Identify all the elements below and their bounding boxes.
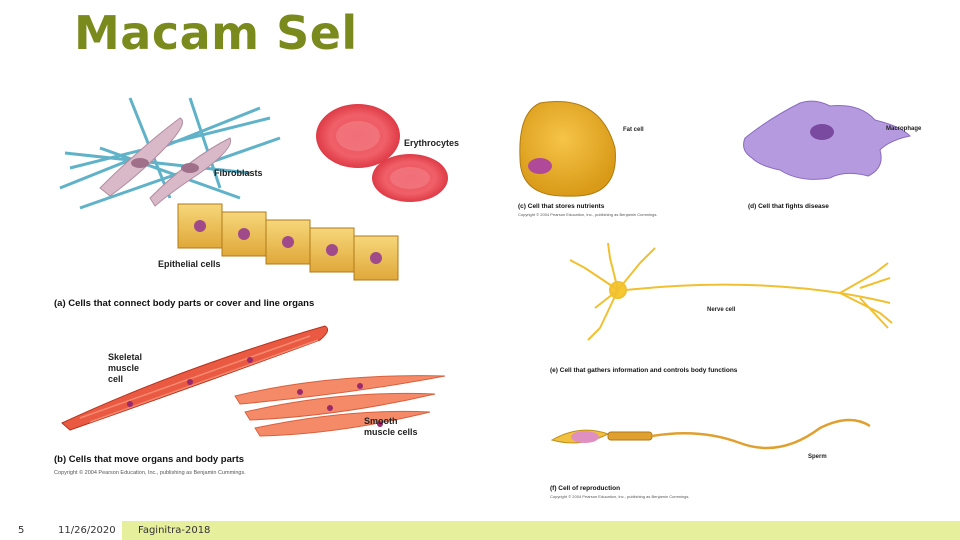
cell-types-illustration: Fibroblasts Erythrocytes Epithelial cell… [54, 97, 922, 499]
caption-f: (f) Cell of reproduction [550, 485, 620, 492]
caption-b: (b) Cells that move organs and body part… [54, 454, 244, 465]
sperm-illustration [550, 418, 871, 450]
slide-author: Faginitra-2018 [138, 525, 211, 536]
copyright-left: Copyright © 2004 Pearson Education, Inc.… [54, 469, 246, 476]
sperm-label: Sperm [808, 454, 827, 460]
nerve-cell-label: Nerve cell [707, 307, 736, 313]
macrophage-label: Macrophage [886, 126, 922, 132]
caption-d: (d) Cell that fights disease [748, 203, 829, 210]
slide-title: Macam Sel [74, 6, 358, 60]
caption-c: (c) Cell that stores nutrients [518, 203, 605, 210]
slide-footer: 5 11/26/2020 Faginitra-2018 [0, 521, 960, 540]
fat-cell-label: Fat cell [623, 127, 644, 133]
footer-divider [118, 521, 122, 540]
epithelial-label: Epithelial cells [158, 259, 221, 269]
cell-types-figure: Fibroblasts Erythrocytes Epithelial cell… [40, 78, 940, 510]
slide-number: 5 [18, 525, 25, 536]
skeletal-label-line2: muscle [108, 363, 139, 373]
skeletal-muscle-illustration [61, 325, 329, 431]
caption-e: (e) Cell that gathers information and co… [550, 367, 738, 374]
skeletal-label-line1: Skeletal [108, 352, 142, 362]
macrophage-illustration [743, 100, 912, 180]
fibroblasts-illustration [59, 97, 281, 210]
caption-a: (a) Cells that connect body parts or cov… [54, 298, 314, 309]
footer-bar [122, 521, 960, 540]
erythrocytes-label: Erythrocytes [404, 138, 459, 148]
skeletal-label-line3: cell [108, 374, 123, 384]
smooth-muscle-illustration [234, 375, 446, 437]
fibroblasts-label: Fibroblasts [214, 168, 263, 178]
nerve-cell-illustration [569, 242, 893, 341]
smooth-label-line2: muscle cells [364, 427, 418, 437]
erythrocytes-illustration [316, 104, 448, 202]
copyright-f: Copyright © 2004 Pearson Education, Inc.… [550, 494, 689, 499]
epithelial-cells-illustration [177, 203, 399, 281]
smooth-label-line1: Smooth [364, 416, 398, 426]
fat-cell-illustration [519, 101, 616, 197]
slide-date: 11/26/2020 [58, 525, 116, 536]
copyright-c: Copyright © 2004 Pearson Education, Inc.… [518, 212, 657, 217]
